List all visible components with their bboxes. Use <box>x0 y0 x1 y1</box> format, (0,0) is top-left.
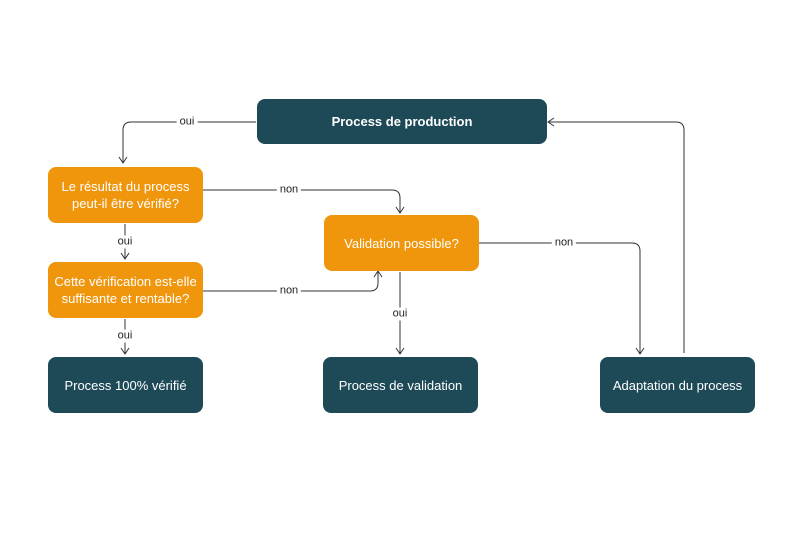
node-process-verifie: Process 100% vérifié <box>48 357 203 413</box>
arrowhead-q3-validation <box>395 347 405 355</box>
arrowhead-q1-q2 <box>120 252 130 260</box>
arrowhead-q3-adaptation <box>635 347 645 355</box>
arrowhead-q2-verified <box>120 347 130 355</box>
node-question-validation: Validation possible? <box>324 215 479 271</box>
node-question-suffisante: Cette vérification est-elle suffisante e… <box>48 262 203 318</box>
edge-label-q2-q3: non <box>276 284 302 298</box>
arrowhead-adaptation-prod <box>547 117 555 127</box>
edge-label-q1-q2: oui <box>114 235 136 249</box>
edge-q2-q3 <box>203 272 379 292</box>
arrowhead-q1-q3 <box>395 206 405 214</box>
edge-q1-q3 <box>203 189 401 212</box>
edge-label-q1-q3: non <box>276 183 302 197</box>
node-process-validation: Process de validation <box>323 357 478 413</box>
arrowhead-prod-q1 <box>118 156 128 164</box>
node-process-de-production: Process de production <box>257 99 547 144</box>
node-adaptation-process: Adaptation du process <box>600 357 755 413</box>
edge-label-q2-verified: oui <box>114 329 136 343</box>
edge-q3-adaptation <box>479 242 641 353</box>
edge-label-prod-q1: oui <box>176 115 198 129</box>
arrowhead-q2-q3 <box>373 270 383 278</box>
edge-label-q3-adaptation: non <box>551 236 577 250</box>
edge-adaptation-prod <box>549 121 685 353</box>
edge-prod-q1 <box>122 121 256 162</box>
node-question-verifiable: Le résultat du process peut-il être véri… <box>48 167 203 223</box>
edge-label-q3-validation: oui <box>389 307 411 321</box>
